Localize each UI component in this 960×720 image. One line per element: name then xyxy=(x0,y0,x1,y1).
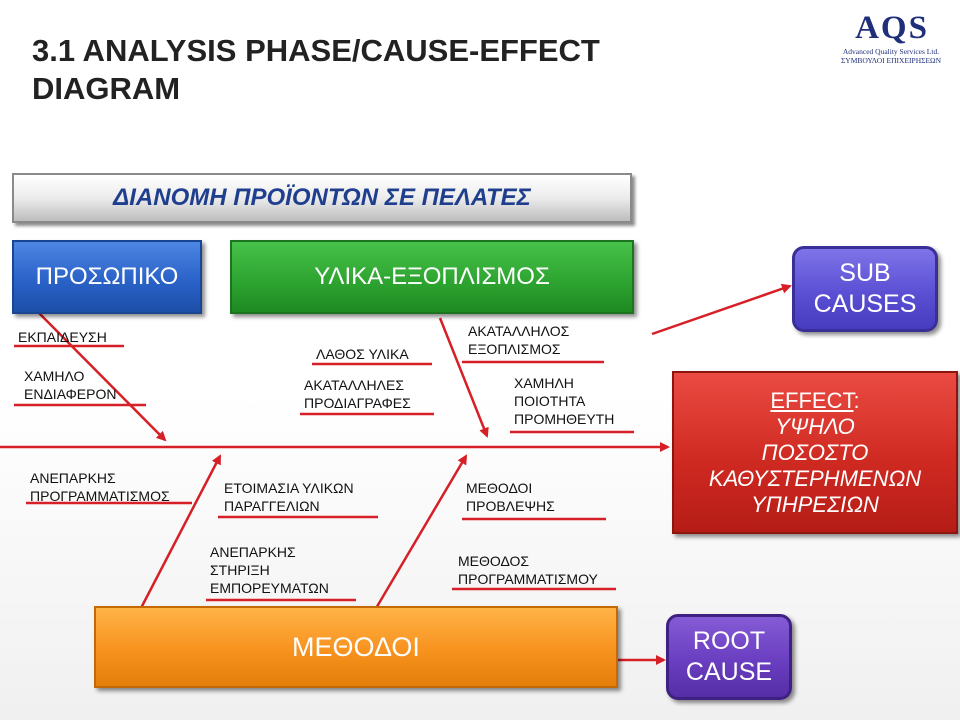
effect-line1: ΥΨΗΛΟ xyxy=(775,413,855,439)
bone-methods-right xyxy=(373,454,468,611)
root-cause-line2: CAUSE xyxy=(685,658,773,686)
cause-low-supplier-quality-line1: ΧΑΜΗΛΗ xyxy=(514,375,574,391)
category-materials-equipment: ΥΛΙΚΑ-ΕΞΟΠΛΙΣΜΟΣ xyxy=(230,240,634,314)
connector-sub-causes xyxy=(651,283,792,336)
cause-low-supplier-quality-line3: ΠΡΟΜΗΘΕΥΤΗ xyxy=(514,411,615,427)
cause-forecast-methods-line1: ΜΕΘΟΔΟΙ xyxy=(466,480,533,496)
cause-low-supplier-quality-line2: ΠΟΙΟΤΗΤΑ xyxy=(514,393,586,409)
logo-subtitle-english: Advanced Quality Services Ltd. xyxy=(842,47,940,56)
cause-scheduling-method-line1: ΜΕΘΟΔΟΣ xyxy=(458,553,530,569)
effect-box: EFFECT: ΥΨΗΛΟ ΠΟΣΟΣΤΟ ΚΑΘΥΣΤΕΡΗΜΕΝΩΝ ΥΠΗ… xyxy=(672,371,958,534)
effect-line2: ΠΟΣΟΣΤΟ xyxy=(761,439,869,465)
cause-inadequate-support-line2: ΣΤΗΡΙΞΗ xyxy=(210,562,270,578)
slide-title-line2: DIAGRAM xyxy=(32,71,181,106)
cause-inappropriate-specs-line2: ΠΡΟΔΙΑΓΡΑΦΕΣ xyxy=(304,395,411,411)
cause-forecast-methods: ΜΕΘΟΔΟΙ ΠΡΟΒΛΕΨΗΣ xyxy=(466,479,555,515)
cause-low-interest-line1: ΧΑΜΗΛΟ xyxy=(24,368,85,384)
cause-inadequate-planning-line1: ΑΝΕΠΑΡΚΗΣ xyxy=(30,470,116,486)
slide-title-line1: 3.1 ANALYSIS PHASE/CAUSE-EFFECT xyxy=(32,33,600,68)
effect-line4: ΥΠΗΡΕΣΙΩΝ xyxy=(751,491,879,517)
root-cause-line1: ROOT xyxy=(692,627,766,655)
cause-low-supplier-quality: ΧΑΜΗΛΗ ΠΟΙΟΤΗΤΑ ΠΡΟΜΗΘΕΥΤΗ xyxy=(514,374,614,428)
cause-order-preparation-line2: ΠΑΡΑΓΓΕΛΙΩΝ xyxy=(224,498,320,514)
bone-personnel xyxy=(35,309,167,442)
sub-causes-label: SUB CAUSES xyxy=(792,246,938,332)
cause-low-interest-line2: ΕΝΔΙΑΦΕΡΟΝ xyxy=(24,386,117,402)
bone-methods-left xyxy=(138,454,222,611)
cause-scheduling-method: ΜΕΘΟΔΟΣ ΠΡΟΓΡΑΜΜΑΤΙΣΜΟΥ xyxy=(458,552,598,588)
category-personnel: ΠΡΟΣΩΠΙΚΟ xyxy=(12,240,202,314)
problem-statement-bar: ΔΙΑΝΟΜΗ ΠΡΟΪΟΝΤΩΝ ΣΕ ΠΕΛΑΤΕΣ xyxy=(12,173,632,223)
cause-low-interest: ΧΑΜΗΛΟ ΕΝΔΙΑΦΕΡΟΝ xyxy=(24,367,116,403)
cause-scheduling-method-line2: ΠΡΟΓΡΑΜΜΑΤΙΣΜΟΥ xyxy=(458,571,598,587)
effect-line3: ΚΑΘΥΣΤΕΡΗΜΕΝΩΝ xyxy=(708,465,922,491)
cause-inappropriate-equipment: ΑΚΑΤΑΛΛΗΛΟΣ ΕΞΟΠΛΙΣΜΟΣ xyxy=(468,322,569,358)
sub-causes-line1: SUB xyxy=(839,259,891,287)
root-cause-label: ROOT CAUSE xyxy=(666,614,792,700)
cause-training: ΕΚΠΑΙΔΕΥΣΗ xyxy=(18,329,107,345)
cause-inappropriate-equipment-line1: ΑΚΑΤΑΛΛΗΛΟΣ xyxy=(468,323,570,339)
effect-heading: EFFECT: xyxy=(770,388,859,414)
cause-forecast-methods-line2: ΠΡΟΒΛΕΨΗΣ xyxy=(466,498,555,514)
cause-inadequate-planning-line2: ΠΡΟΓΡΑΜΜΑΤΙΣΜΟΣ xyxy=(30,488,170,504)
slide-title: 3.1 ANALYSIS PHASE/CAUSE-EFFECT DIAGRAM xyxy=(32,32,732,108)
cause-inadequate-support-line1: ΑΝΕΠΑΡΚΗΣ xyxy=(210,544,296,560)
sub-causes-line2: CAUSES xyxy=(813,290,917,318)
logo-subtitle-greek: ΣΥΜΒΟΥΛΟΙ ΕΠΙΧΕΙΡΗΣΕΩΝ xyxy=(840,56,942,65)
effect-label: EFFECT xyxy=(770,387,854,413)
cause-inappropriate-specs-line1: ΑΚΑΤΑΛΛΗΛΕΣ xyxy=(304,377,404,393)
category-methods: ΜΕΘΟΔΟΙ xyxy=(94,606,618,688)
cause-order-preparation: ΕΤΟΙΜΑΣΙΑ ΥΛΙΚΩΝ ΠΑΡΑΓΓΕΛΙΩΝ xyxy=(224,479,354,515)
bone-materials xyxy=(438,317,489,438)
cause-order-preparation-line1: ΕΤΟΙΜΑΣΙΑ ΥΛΙΚΩΝ xyxy=(224,480,354,496)
cause-wrong-materials: ΛΑΘΟΣ ΥΛΙΚΑ xyxy=(316,346,409,362)
cause-inadequate-planning: ΑΝΕΠΑΡΚΗΣ ΠΡΟΓΡΑΜΜΑΤΙΣΜΟΣ xyxy=(30,469,170,505)
cause-inappropriate-equipment-line2: ΕΞΟΠΛΙΣΜΟΣ xyxy=(468,341,561,357)
cause-inadequate-support: ΑΝΕΠΑΡΚΗΣ ΣΤΗΡΙΞΗ ΕΜΠΟΡΕΥΜΑΤΩΝ xyxy=(210,543,329,597)
company-logo: AQS xyxy=(855,10,929,46)
cause-inappropriate-specs: ΑΚΑΤΑΛΛΗΛΕΣ ΠΡΟΔΙΑΓΡΑΦΕΣ xyxy=(304,376,411,412)
effect-colon: : xyxy=(853,387,860,413)
cause-inadequate-support-line3: ΕΜΠΟΡΕΥΜΑΤΩΝ xyxy=(210,580,329,596)
